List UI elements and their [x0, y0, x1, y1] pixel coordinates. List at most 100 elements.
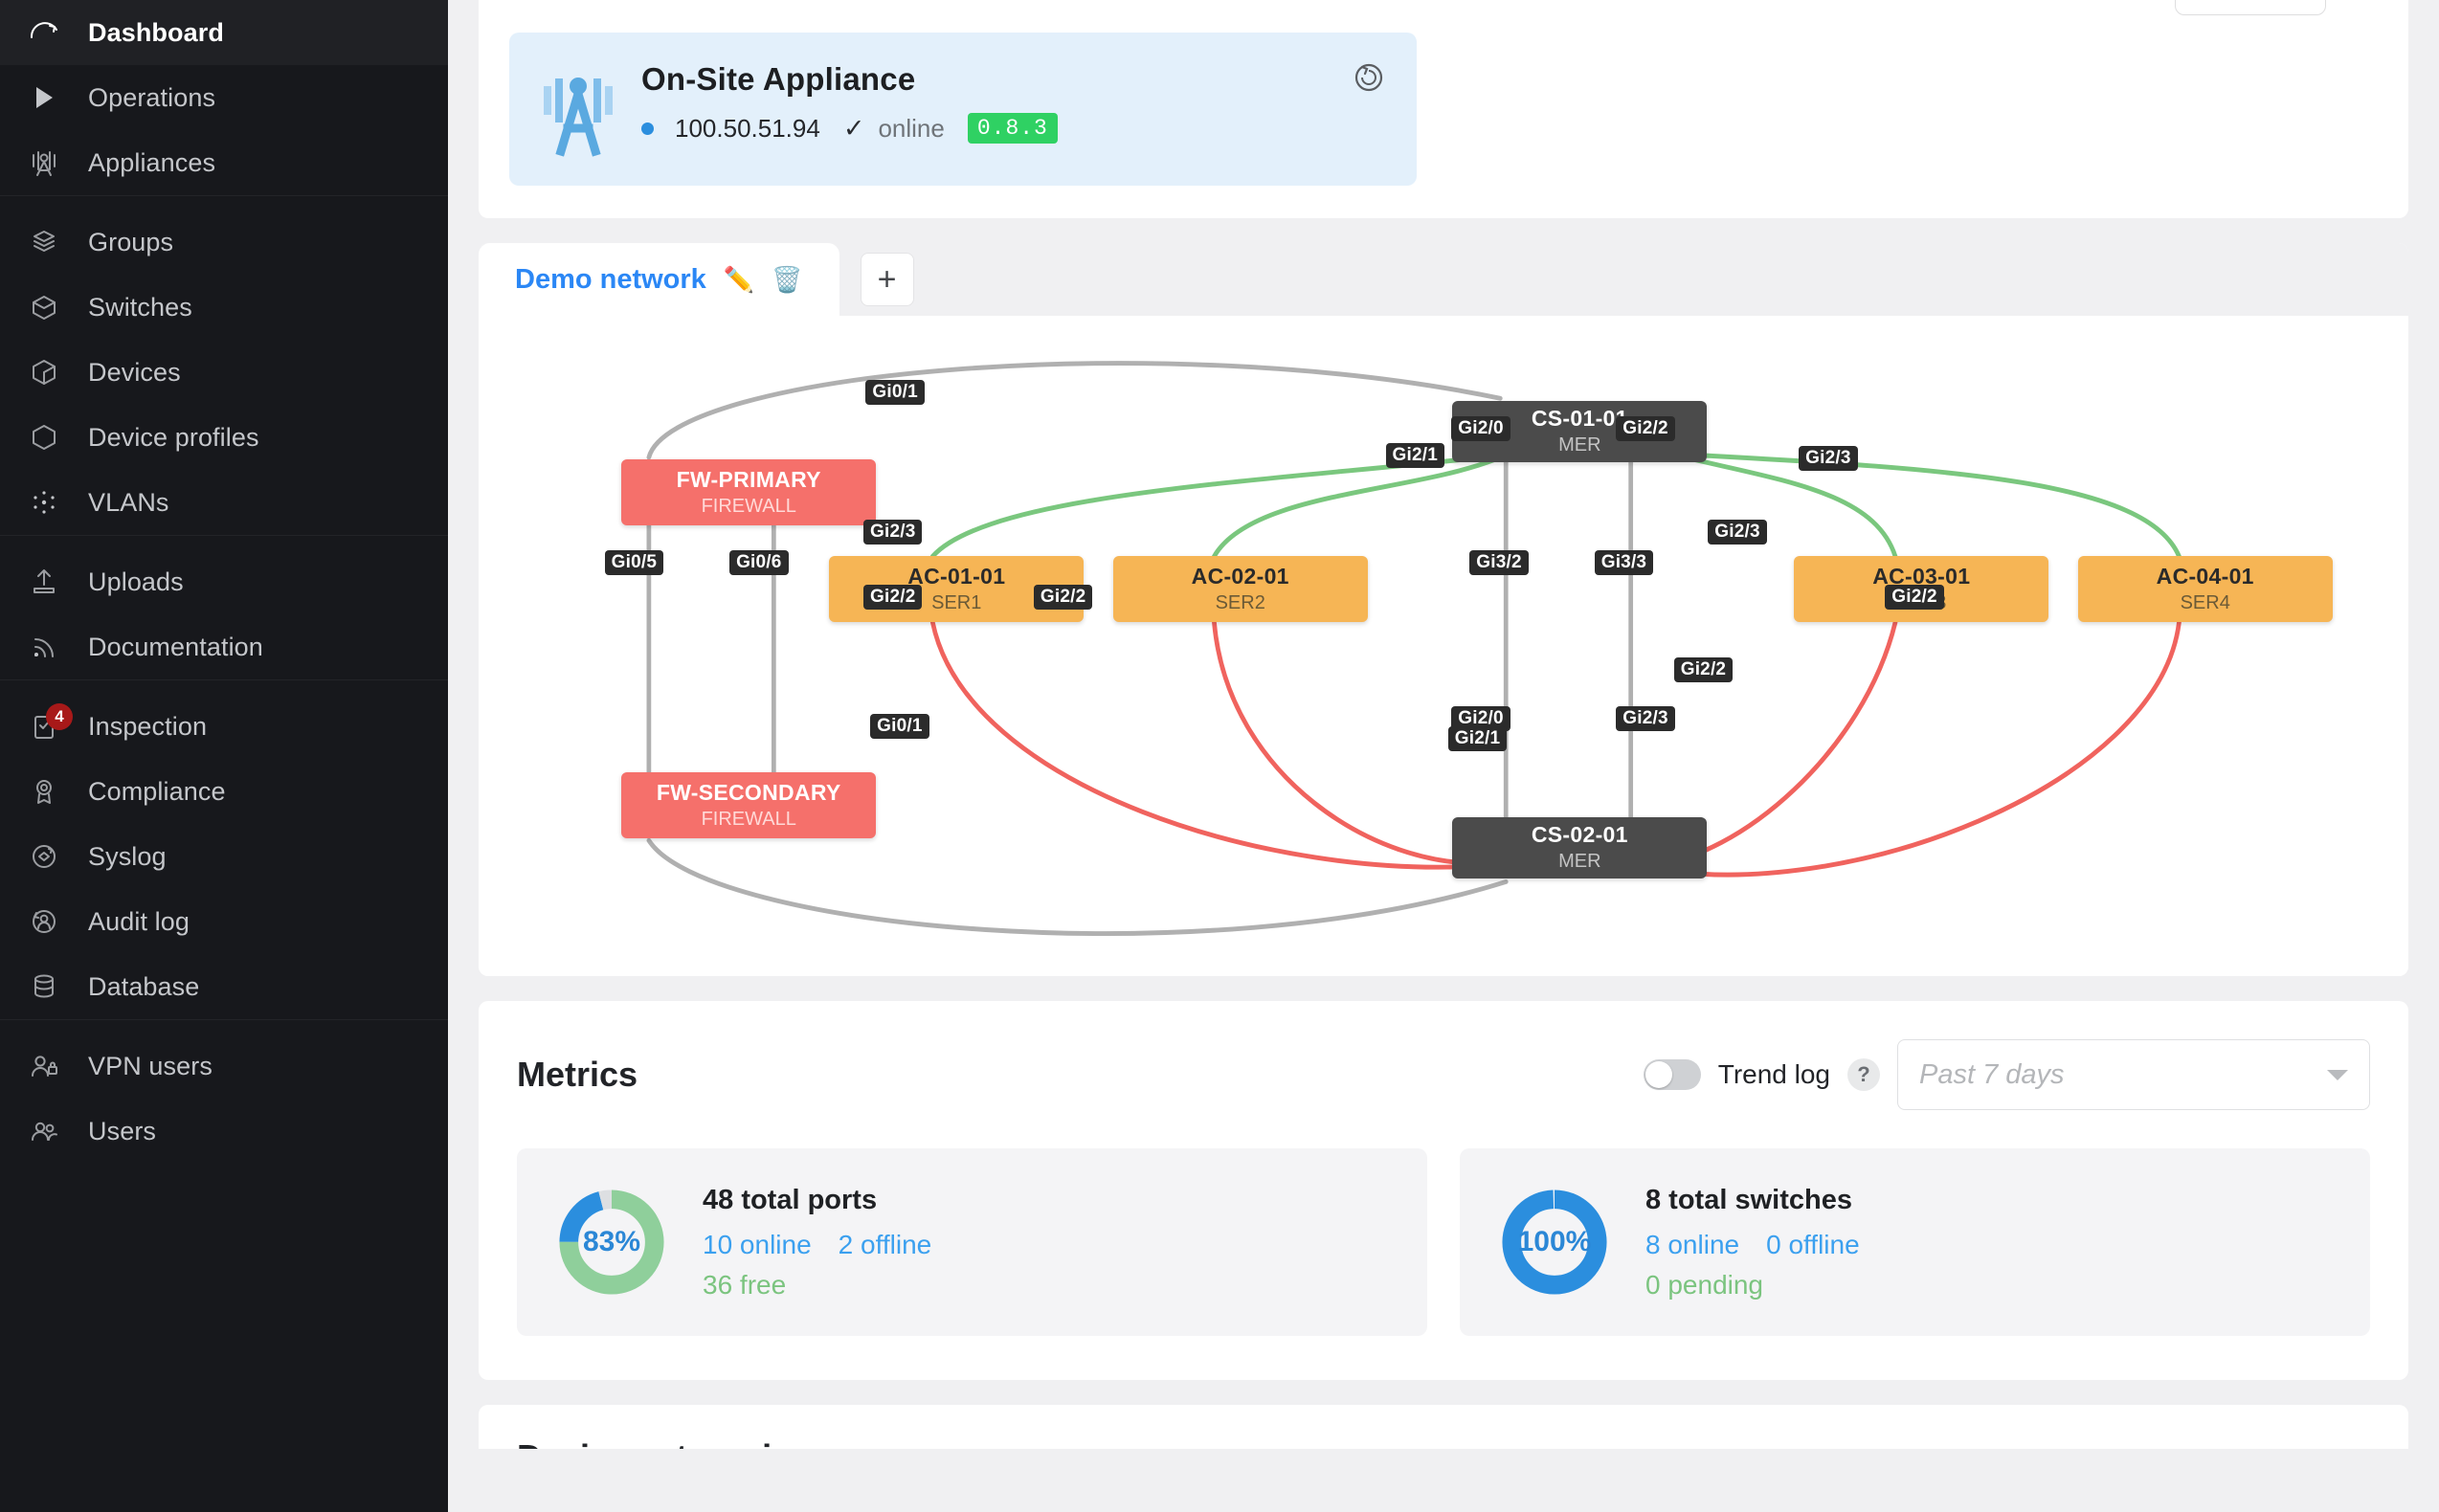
date-range-select[interactable]: Past 7 days [1897, 1039, 2370, 1110]
trend-log-label: Trend log [1717, 1059, 1830, 1089]
edit-pencil-icon[interactable]: ✏️ [723, 264, 755, 294]
sidebar-item-audit-log[interactable]: Audit log [0, 889, 448, 954]
metric-tile-ports[interactable]: 83% 48 total ports 10 online 2 offline 3… [517, 1148, 1427, 1336]
main-content: On-Site Appliance 100.50.51.94 ✓ online … [448, 0, 2439, 1512]
sidebar-item-users[interactable]: Users [0, 1099, 448, 1164]
help-icon[interactable]: ? [1847, 1058, 1880, 1091]
sidebar-item-label: Switches [88, 292, 192, 322]
sidebar-item-dashboard[interactable]: Dashboard [0, 0, 448, 65]
sidebar-item-documentation[interactable]: Documentation [0, 614, 448, 679]
status-dot [641, 122, 654, 135]
port-label: Gi2/3 [1616, 705, 1675, 731]
tab-label: Demo network [515, 263, 706, 295]
appliance-title: On-Site Appliance [641, 61, 916, 97]
node-name: CS-02-01 [1531, 822, 1628, 848]
sidebar-item-database[interactable]: Database [0, 954, 448, 1019]
port-label: Gi2/3 [1799, 445, 1858, 471]
clipboard-check-icon: 4 [25, 703, 73, 745]
topology-node-fw-primary[interactable]: FW-PRIMARY FIREWALL [621, 459, 877, 526]
port-label: Gi0/1 [865, 379, 925, 405]
switches-status-line: 8 online 0 offline [1645, 1230, 1860, 1260]
sidebar-item-vpn-users[interactable]: VPN users [0, 1034, 448, 1099]
sidebar-item-devices[interactable]: Devices [0, 340, 448, 405]
antenna-icon [25, 144, 63, 182]
port-label: Gi2/2 [1885, 584, 1944, 610]
ports-online: 10 online [703, 1229, 812, 1259]
date-range-placeholder: Past 7 days [1919, 1058, 2065, 1090]
top-partial-pill[interactable] [2175, 0, 2326, 15]
refresh-icon[interactable] [1350, 57, 1388, 96]
version-badge: 0.8.3 [967, 113, 1058, 144]
appliance-status: online [878, 113, 945, 143]
switches-pending: 0 pending [1645, 1269, 1764, 1300]
node-sublabel: SER1 [931, 592, 982, 614]
node-name: AC-04-01 [2156, 564, 2254, 589]
ports-offline: 2 offline [838, 1229, 932, 1259]
gauge-icon [25, 13, 63, 52]
user-lock-icon [25, 1047, 63, 1085]
sidebar-item-label: VPN users [88, 1051, 213, 1080]
tab-demo-network[interactable]: Demo network ✏️ 🗑️ [479, 243, 839, 316]
delete-trash-icon[interactable]: 🗑️ [772, 264, 803, 294]
sidebar-item-label: Inspection [88, 711, 208, 741]
sidebar-item-label: Syslog [88, 841, 167, 871]
port-label: Gi2/1 [1447, 725, 1508, 751]
topology-node-ac-03-01[interactable]: AC-03-01SER3 [1794, 556, 2049, 623]
sidebar-item-appliances[interactable]: Appliances [0, 130, 448, 195]
node-sublabel: SER4 [2180, 592, 2230, 614]
metric-tile-switches[interactable]: 100% 8 total switches 8 online 0 offline… [1460, 1148, 2370, 1336]
sidebar-item-operations[interactable]: Operations [0, 65, 448, 130]
appliance-card: On-Site Appliance 100.50.51.94 ✓ online … [479, 0, 2408, 218]
box-outline-icon [25, 418, 63, 456]
sidebar-item-inspection[interactable]: 4 Inspection [0, 694, 448, 759]
users-icon [25, 1112, 63, 1150]
node-sublabel: MER [1558, 851, 1601, 873]
port-label: Gi2/2 [1033, 584, 1093, 610]
sidebar-item-label: Compliance [88, 776, 226, 806]
database-icon [25, 967, 63, 1006]
sidebar-item-label: Documentation [88, 632, 263, 661]
port-label: Gi3/3 [1594, 550, 1654, 576]
port-label: Gi2/1 [1385, 443, 1444, 469]
ribbon-icon [25, 772, 63, 811]
rss-icon [25, 628, 63, 666]
trend-log-toggle[interactable] [1643, 1059, 1701, 1090]
metrics-header: Metrics Trend log ? Past 7 days [517, 1039, 2370, 1110]
sidebar-item-label: Devices [88, 357, 181, 387]
port-label: Gi2/2 [1616, 415, 1675, 441]
ports-status-line: 10 online 2 offline [703, 1230, 931, 1260]
port-label: Gi2/0 [1451, 415, 1510, 441]
sidebar-item-device-profiles[interactable]: Device profiles [0, 405, 448, 470]
sidebar-item-switches[interactable]: Switches [0, 275, 448, 340]
sidebar-item-uploads[interactable]: Uploads [0, 549, 448, 614]
metric-tiles: 83% 48 total ports 10 online 2 offline 3… [517, 1148, 2370, 1336]
sidebar-item-vlans[interactable]: VLANs [0, 470, 448, 535]
port-label: Gi0/5 [604, 550, 664, 576]
sidebar-item-syslog[interactable]: Syslog [0, 824, 448, 889]
ports-title: 48 total ports [703, 1184, 878, 1215]
sidebar-item-compliance[interactable]: Compliance [0, 759, 448, 824]
add-tab-button[interactable]: + [860, 253, 914, 306]
node-sublabel: FIREWALL [701, 496, 796, 518]
metrics-card: Metrics Trend log ? Past 7 days [479, 1001, 2408, 1380]
upload-icon [25, 563, 63, 601]
switches-offline: 0 offline [1766, 1229, 1860, 1259]
sidebar-item-label: Groups [88, 227, 174, 256]
ports-percent: 83% [582, 1226, 641, 1257]
appliance-panel: On-Site Appliance 100.50.51.94 ✓ online … [509, 33, 1417, 186]
node-name: AC-02-01 [1191, 564, 1289, 589]
node-name: FW-PRIMARY [676, 467, 821, 493]
history-user-icon [25, 902, 63, 941]
sidebar-item-groups[interactable]: Groups [0, 210, 448, 275]
metrics-toolbar: Trend log ? Past 7 days [1643, 1039, 2370, 1110]
